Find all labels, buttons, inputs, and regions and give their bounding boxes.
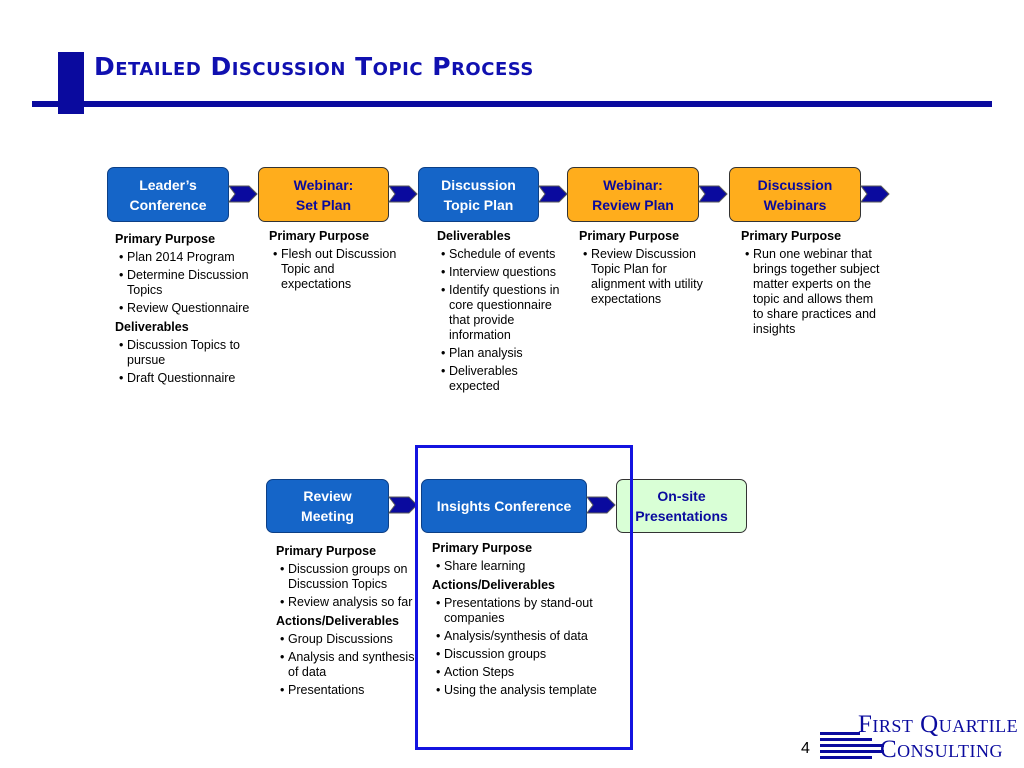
bullet-item: Share learning <box>432 559 627 574</box>
page-number: 4 <box>801 740 810 757</box>
title-underline <box>32 101 992 107</box>
bullet-item: Discussion groups on Discussion Topics <box>276 562 418 592</box>
bullet-item: Determine Discussion Topics <box>115 268 257 298</box>
bullet-item: Using the analysis template <box>432 683 627 698</box>
insights-conference-details: Primary Purpose Share learning Actions/D… <box>432 541 627 702</box>
bullet-item: Plan 2014 Program <box>115 250 257 265</box>
bullet-item: Discussion groups <box>432 647 627 662</box>
bullet-item: Review Discussion Topic Plan for alignme… <box>579 247 719 307</box>
bullet-item: Review Questionnaire <box>115 301 257 316</box>
bullet-item: Schedule of events <box>437 247 567 262</box>
bullet-item: Analysis/synthesis of data <box>432 629 627 644</box>
flow-arrow-icon <box>586 496 616 514</box>
discussion-topic-plan-details: Deliverables Schedule of events Intervie… <box>437 229 567 398</box>
bullet-item: Review analysis so far <box>276 595 418 610</box>
bullet-item: Flesh out Discussion Topic and expectati… <box>269 247 399 292</box>
review-meeting-details: Primary Purpose Discussion groups on Dis… <box>276 544 418 702</box>
flow-arrow-icon <box>228 185 258 203</box>
bullet-item: Discussion Topics to pursue <box>115 338 257 368</box>
flow-arrow-icon <box>388 185 418 203</box>
flow-arrow-icon <box>698 185 728 203</box>
discussion-webinars-details: Primary Purpose Run one webinar that bri… <box>741 229 883 341</box>
first-quartile-consulting-logo: First Quartile Consulting <box>820 711 1024 768</box>
webinar-review-plan-details: Primary Purpose Review Discussion Topic … <box>579 229 719 311</box>
step-insights-conference-box: Insights Conference <box>421 479 587 533</box>
bullet-item: Identify questions in core questionnaire… <box>437 283 567 343</box>
bullet-item: Presentations by stand-out companies <box>432 596 627 626</box>
page-title: Detailed Discussion Topic Process <box>94 52 534 81</box>
bullet-item: Action Steps <box>432 665 627 680</box>
bullet-item: Group Discussions <box>276 632 418 647</box>
leaders-conference-details: Primary Purpose Plan 2014 Program Determ… <box>115 232 257 390</box>
logo-line-1: First Quartile <box>858 711 1019 738</box>
bullet-item: Presentations <box>276 683 418 698</box>
flow-arrow-icon <box>538 185 568 203</box>
bullet-item: Plan analysis <box>437 346 567 361</box>
bullet-item: Interview questions <box>437 265 567 280</box>
flow-arrow-icon <box>860 185 890 203</box>
flow-arrow-icon <box>388 496 418 514</box>
step-webinar-set-plan-box: Webinar:Set Plan <box>258 167 389 222</box>
bullet-item: Draft Questionnaire <box>115 371 257 386</box>
insights-conference-highlight-frame <box>415 445 633 750</box>
bullet-item: Deliverables expected <box>437 364 567 394</box>
bullet-item: Run one webinar that brings together sub… <box>741 247 883 337</box>
webinar-set-plan-details: Primary Purpose Flesh out Discussion Top… <box>269 229 399 296</box>
bullet-item: Analysis and synthesis of data <box>276 650 418 680</box>
logo-line-2: Consulting <box>880 736 1004 763</box>
step-webinar-review-plan-box: Webinar:Review Plan <box>567 167 699 222</box>
